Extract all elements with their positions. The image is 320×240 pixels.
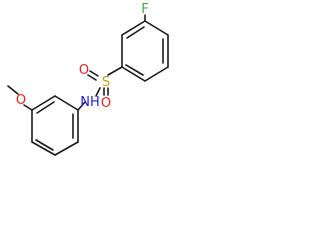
- bond-s-n: [95, 87, 101, 97]
- molecule-drawing: F S O O NH O: [7, 2, 169, 156]
- bond-ring1-3: [121, 66, 146, 82]
- bond-ring1-6: [144, 20, 169, 36]
- bond-ring2-3: [31, 141, 56, 156]
- bond-ring1-5: [121, 20, 146, 36]
- bond-ring2-inner-2: [35, 139, 54, 151]
- bond-ring1-2: [144, 66, 169, 82]
- bond-ring2-5: [31, 95, 56, 111]
- atom-labels: F S O O NH O: [16, 2, 149, 111]
- bond-ring2-inner-3: [36, 101, 55, 114]
- oxygen-left-label: O: [79, 63, 89, 78]
- fluorine-label: F: [141, 2, 148, 17]
- nh-label: NH: [80, 95, 100, 110]
- bond-s-o-left-a: [89, 70, 99, 77]
- bond-ring2-6: [54, 95, 79, 111]
- methoxy-oxygen-label: O: [16, 93, 26, 108]
- bond-c-o-methoxy: [23, 104, 33, 111]
- bond-o-ch3: [7, 85, 19, 95]
- sulfur-label: S: [102, 75, 110, 90]
- bonds: [7, 14, 169, 156]
- bond-n-c: [77, 101, 86, 111]
- structure-canvas: F S O O NH O: [0, 0, 196, 164]
- bond-ring1-inner-2: [125, 64, 144, 76]
- bond-c-s: [107, 66, 123, 76]
- bond-s-o-left-b: [87, 74, 97, 81]
- oxygen-bottom-label: O: [101, 96, 111, 111]
- bond-ring2-2: [54, 141, 79, 156]
- bond-ring1-inner-3: [126, 26, 145, 39]
